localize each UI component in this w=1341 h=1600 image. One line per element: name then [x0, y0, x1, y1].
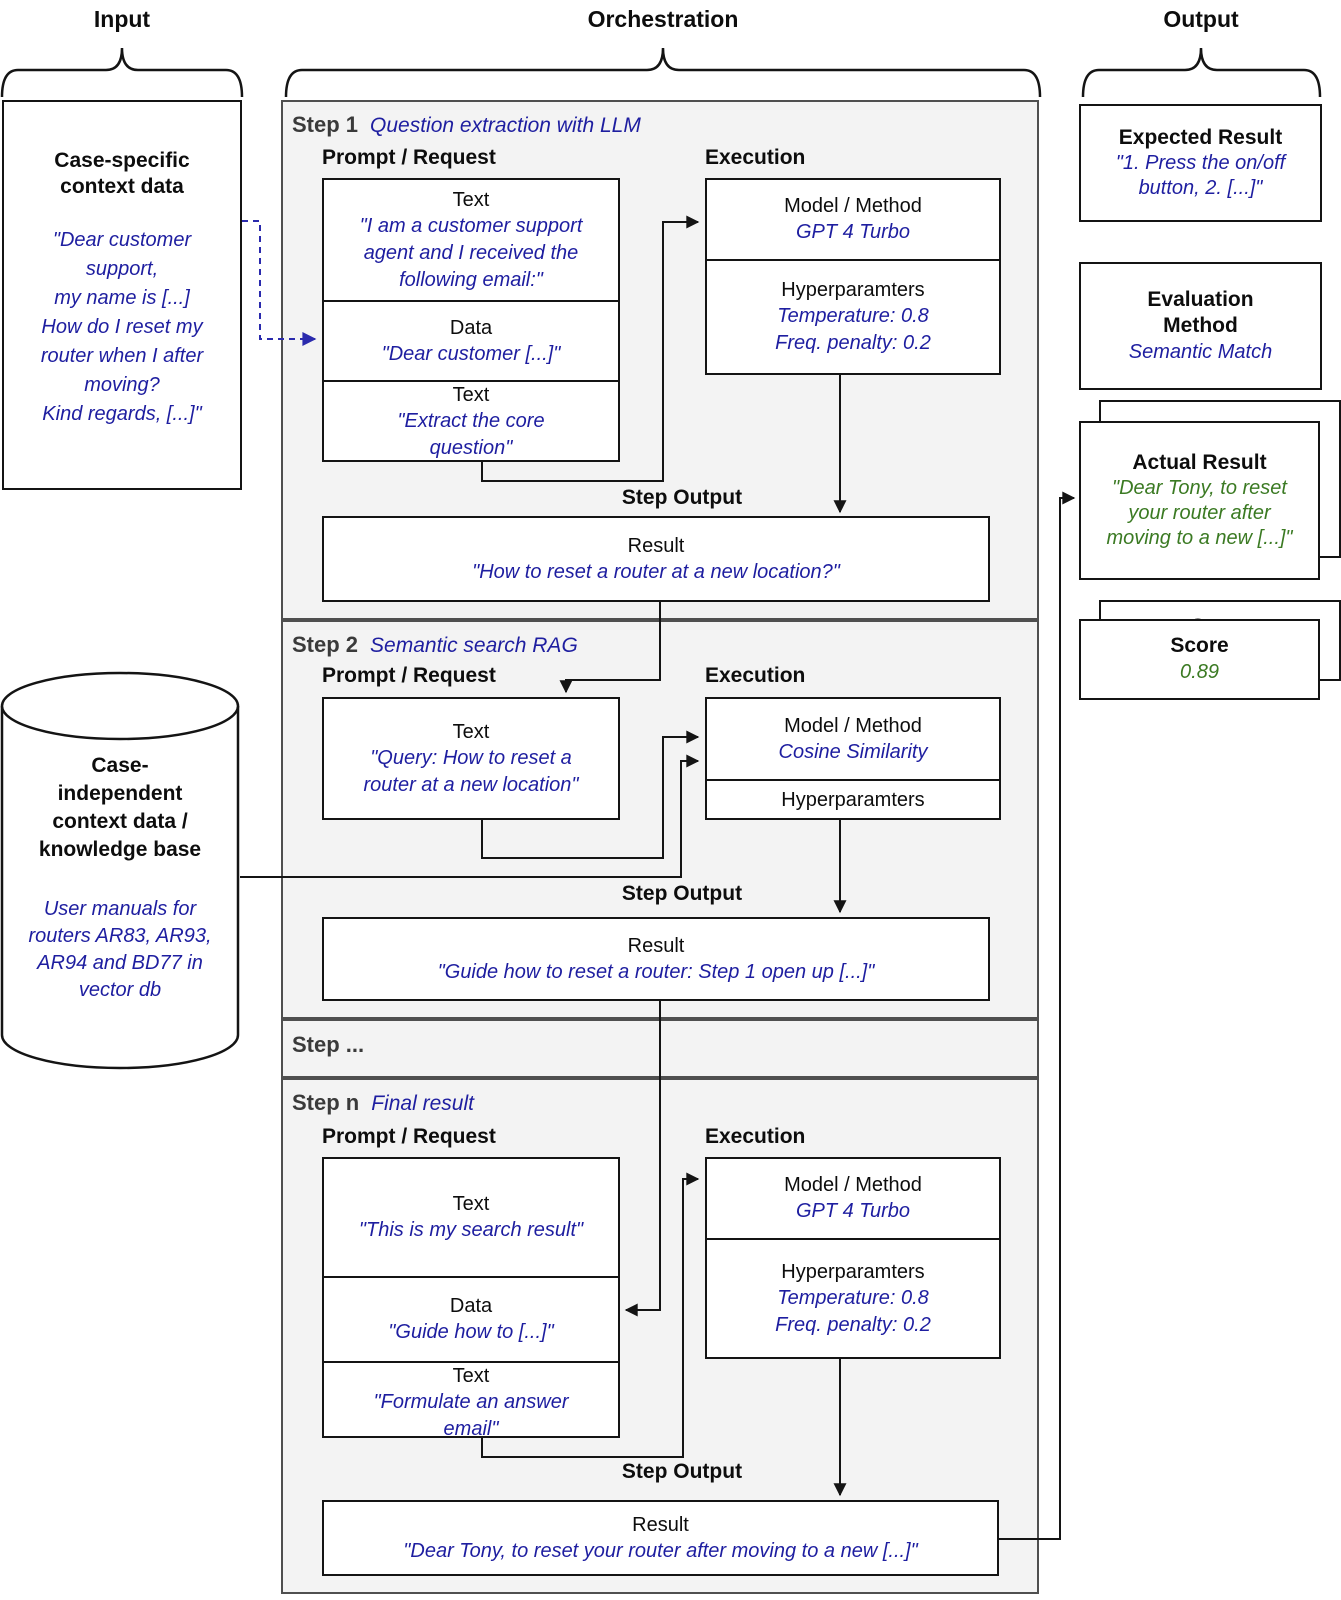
step1-output-header: Step Output: [621, 486, 743, 509]
step-dots-title-row: Step ...: [292, 1032, 364, 1058]
step1-prompt-item-1: Text "I am a customer support agent and …: [324, 180, 618, 300]
stepn-execution-header: Execution: [705, 1125, 806, 1148]
database-cylinder: [0, 671, 240, 1070]
expected-result-title: Expected Result: [1118, 126, 1283, 149]
actual-result-title: Actual Result: [1132, 451, 1267, 474]
evaluation-method-box: Evaluation Method Semantic Match: [1079, 262, 1322, 390]
step2-output-header: Step Output: [621, 882, 743, 905]
step2-prompt-header: Prompt / Request: [322, 664, 496, 687]
stepn-prompt-item-3: Text "Formulate an answer email": [324, 1361, 618, 1443]
step2-title-row: Step 2 Semantic search RAG: [292, 632, 578, 658]
stepn-result-box: Result "Dear Tony, to reset your router …: [322, 1500, 999, 1576]
expected-result-value: "1. Press the on/off button, 2. [...]": [1115, 152, 1286, 199]
stepn-hyperparams-section: Hyperparamters Temperature: 0.8 Freq. pe…: [707, 1238, 999, 1357]
prompt-item-value: "Guide how to [...]": [388, 1321, 554, 1343]
step-dots-title: Step ...: [292, 1032, 365, 1057]
case-specific-context-box: Case-specific context data "Dear custome…: [2, 100, 242, 490]
score-box: Score 0.89: [1079, 619, 1320, 700]
stepn-title: Step n: [292, 1090, 360, 1115]
step2-hyperparams-section: Hyperparamters: [707, 779, 999, 818]
stepn-output-header: Step Output: [621, 1460, 743, 1483]
result-label: Result: [632, 1513, 689, 1536]
result-value: "How to reset a router at a new location…: [472, 560, 840, 583]
knowledge-base-title: Case- independent context data / knowled…: [38, 754, 202, 861]
stepn-prompt-box: Text "This is my search result" Data "Gu…: [322, 1157, 620, 1440]
brace-output: [1081, 47, 1322, 98]
stepn-title-row: Step n Final result: [292, 1090, 474, 1116]
case-specific-quote: "Dear customer support, my name is [...]…: [40, 229, 204, 425]
step1-prompt-header: Prompt / Request: [322, 146, 496, 169]
prompt-item-value: "Dear customer [...]": [381, 342, 561, 365]
hyperparams-value: Temperature: 0.8 Freq. penalty: 0.2: [775, 305, 931, 354]
hyperparams-label: Hyperparamters: [781, 788, 925, 811]
step2-execution-box: Model / Method Cosine Similarity Hyperpa…: [705, 697, 1001, 820]
prompt-item-value: "Extract the core question": [397, 410, 545, 459]
expected-result-box: Expected Result "1. Press the on/off but…: [1079, 104, 1322, 222]
hyperparams-label: Hyperparamters: [781, 279, 925, 301]
prompt-item-label: Text: [452, 1365, 490, 1387]
hyperparams-value: Temperature: 0.8 Freq. penalty: 0.2: [775, 1286, 931, 1336]
step1-title-row: Step 1 Question extraction with LLM: [292, 112, 641, 138]
prompt-item-label: Text: [452, 720, 490, 743]
step1-execution-header: Execution: [705, 146, 806, 169]
step1-model-section: Model / Method GPT 4 Turbo: [707, 180, 999, 259]
step1-prompt-item-2: Data "Dear customer [...]": [324, 300, 618, 380]
stepn-prompt-header: Prompt / Request: [322, 1125, 496, 1148]
prompt-item-label: Data: [449, 1295, 493, 1317]
step1-title: Step 1: [292, 112, 359, 137]
model-method-value: GPT 4 Turbo: [795, 1200, 911, 1222]
step1-prompt-box: Text "I am a customer support agent and …: [322, 178, 620, 462]
prompt-item-value: "Formulate an answer email": [373, 1391, 569, 1440]
actual-result-box: Actual Result "Dear Tony, to reset your …: [1079, 421, 1320, 580]
result-value: "Guide how to reset a router: Step 1 ope…: [437, 960, 875, 983]
prompt-item-value: "This is my search result": [358, 1219, 584, 1241]
prompt-item-label: Text: [452, 384, 490, 406]
step1-execution-box: Model / Method GPT 4 Turbo Hyperparamter…: [705, 178, 1001, 375]
prompt-item-label: Text: [452, 1193, 490, 1215]
score-title: Score: [1170, 634, 1229, 657]
result-label: Result: [627, 934, 685, 957]
model-method-label: Model / Method: [784, 714, 922, 737]
prompt-item-label: Text: [452, 188, 490, 211]
result-label: Result: [627, 534, 685, 557]
step2-model-section: Model / Method Cosine Similarity: [707, 699, 999, 779]
step2-subtitle: Semantic search RAG: [370, 634, 578, 657]
brace-input: [0, 47, 244, 98]
step1-prompt-item-3: Text "Extract the core question": [324, 380, 618, 462]
stepn-execution-box: Model / Method GPT 4 Turbo Hyperparamter…: [705, 1157, 1001, 1359]
model-method-label: Model / Method: [784, 1174, 922, 1196]
step1-result-box: Result "How to reset a router at a new l…: [322, 516, 990, 602]
evaluation-method-title: Evaluation Method: [1147, 287, 1254, 337]
step1-hyperparams-section: Hyperparamters Temperature: 0.8 Freq. pe…: [707, 259, 999, 373]
model-method-label: Model / Method: [784, 195, 922, 217]
step2-prompt-item-1: Text "Query: How to reset a router at a …: [324, 699, 618, 818]
input-section-label: Input: [93, 6, 151, 32]
step2-result-box: Result "Guide how to reset a router: Ste…: [322, 917, 990, 1001]
stepn-prompt-item-2: Data "Guide how to [...]": [324, 1276, 618, 1361]
model-method-value: GPT 4 Turbo: [795, 221, 911, 243]
step2-prompt-box: Text "Query: How to reset a router at a …: [322, 697, 620, 820]
stepn-model-section: Model / Method GPT 4 Turbo: [707, 1159, 999, 1238]
stepn-subtitle: Final result: [371, 1092, 474, 1115]
knowledge-base-quote: User manuals for routers AR83, AR93, AR9…: [28, 898, 212, 1001]
prompt-item-label: Data: [449, 316, 493, 339]
prompt-item-value: "I am a customer support agent and I rec…: [359, 214, 583, 291]
orchestration-section-label: Orchestration: [587, 6, 739, 32]
score-value: 0.89: [1180, 661, 1219, 683]
evaluation-method-value: Semantic Match: [1128, 340, 1273, 363]
actual-result-value: "Dear Tony, to reset your router after m…: [1106, 477, 1293, 549]
step2-title: Step 2: [292, 632, 359, 657]
hyperparams-label: Hyperparamters: [781, 1260, 925, 1283]
stepn-prompt-item-1: Text "This is my search result": [324, 1159, 618, 1276]
brace-orchestration: [284, 47, 1042, 98]
output-section-label: Output: [1163, 6, 1239, 32]
case-specific-title: Case-specific context data: [54, 149, 190, 198]
result-value: "Dear Tony, to reset your router after m…: [403, 1539, 918, 1562]
step2-execution-header: Execution: [705, 664, 806, 687]
step1-subtitle: Question extraction with LLM: [370, 114, 641, 137]
prompt-item-value: "Query: How to reset a router at a new l…: [363, 746, 579, 796]
model-method-value: Cosine Similarity: [778, 740, 928, 763]
step-dots-container: [281, 1019, 1039, 1078]
